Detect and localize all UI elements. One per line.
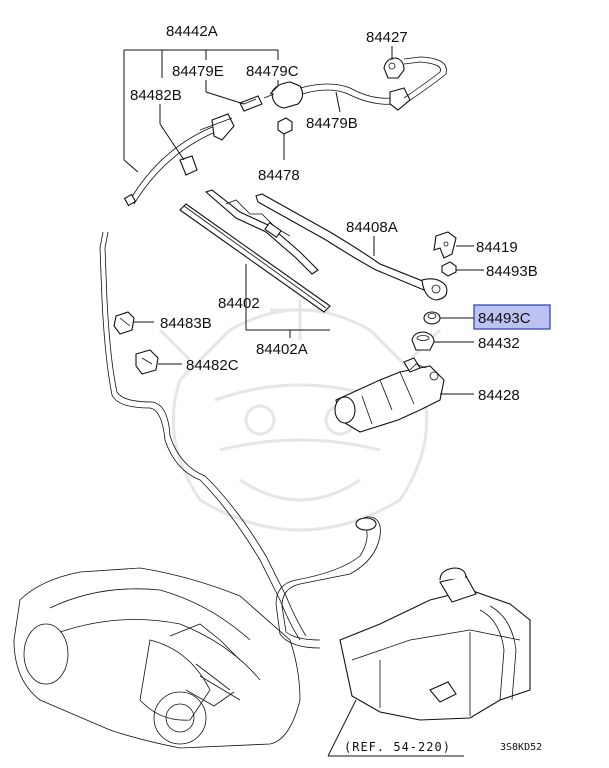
cap-84432 <box>411 331 435 351</box>
leader-lines <box>123 46 484 757</box>
label-84482C[interactable]: 84482C <box>186 357 239 374</box>
washer-84493C <box>423 311 441 325</box>
part-labels: 84442A 84479E 84479C 84482B 84427 84479B… <box>130 23 538 404</box>
washer-hose-assembly <box>123 113 235 207</box>
label-84483B[interactable]: 84483B <box>160 315 212 332</box>
diagram-code: 3S8KD52 <box>500 742 542 753</box>
wiper-blade-frame-84402A <box>204 189 319 275</box>
label-84479E[interactable]: 84479E <box>172 63 224 80</box>
wiper-arm-84408A <box>255 193 448 301</box>
nut-84493B <box>441 261 457 277</box>
label-84402[interactable]: 84402 <box>218 295 260 312</box>
label-84419[interactable]: 84419 <box>476 239 518 256</box>
vehicle-outline <box>13 567 301 749</box>
bracket-84419 <box>433 231 457 259</box>
nut-84478 <box>277 117 293 160</box>
wiper-motor-84428 <box>334 357 445 433</box>
label-84402A[interactable]: 84402A <box>256 341 308 358</box>
reference-note: (REF. 54-220) <box>344 740 451 754</box>
hose-joint-84479E <box>239 95 263 112</box>
label-84493B[interactable]: 84493B <box>486 263 538 280</box>
label-84479C[interactable]: 84479C <box>246 63 299 80</box>
highlight-box <box>473 304 551 330</box>
label-84432[interactable]: 84432 <box>478 335 520 352</box>
check-valve-84479C <box>263 81 304 109</box>
label-84493C[interactable]: 84493C <box>478 310 531 327</box>
washer-hose <box>99 231 307 641</box>
label-84482B[interactable]: 84482B <box>130 87 182 104</box>
label-84427[interactable]: 84427 <box>366 29 408 46</box>
label-84442A[interactable]: 84442A <box>166 23 218 40</box>
label-84428[interactable]: 84428 <box>478 387 520 404</box>
label-84478[interactable]: 84478 <box>258 167 300 184</box>
washer-tank <box>275 516 531 721</box>
wiper-blade-84402 <box>179 203 331 313</box>
hose-84479B <box>299 56 447 111</box>
label-84479B[interactable]: 84479B <box>306 115 358 132</box>
clip-84482C <box>135 349 159 375</box>
clip-84483B <box>113 311 135 335</box>
label-84408A[interactable]: 84408A <box>346 219 398 236</box>
